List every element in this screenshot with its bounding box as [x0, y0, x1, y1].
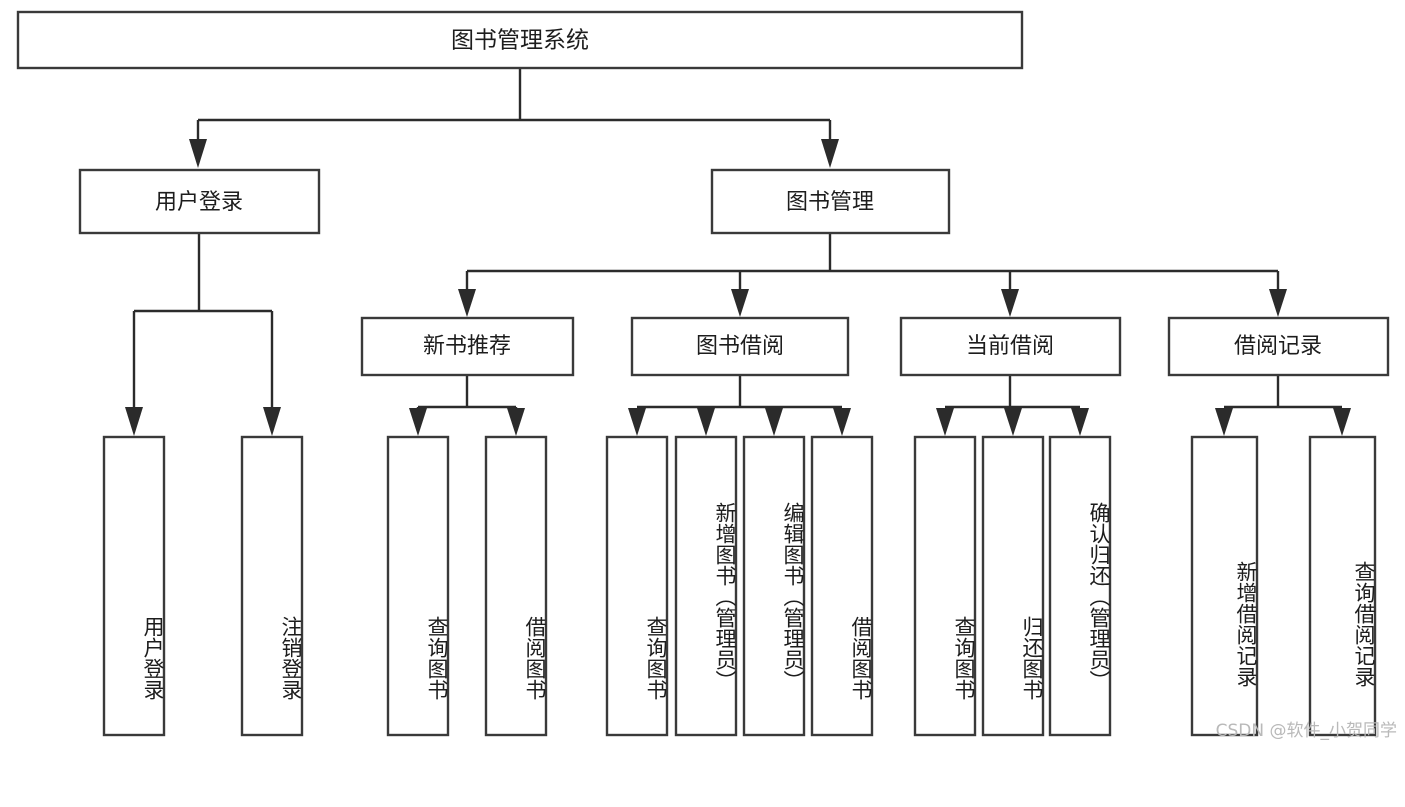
node-borrow-record-box[interactable]: [1167, 316, 1390, 377]
node-borrow-record-label: 借阅记录: [1234, 334, 1322, 359]
leaf-box-br-2[interactable]: [1308, 435, 1377, 737]
leaf-box-user-login-2[interactable]: [240, 435, 304, 737]
node-current-borrow[interactable]: 当前借阅: [899, 316, 1122, 377]
leaf-box-bb-4[interactable]: [810, 435, 874, 737]
leaf-box-cb-2[interactable]: [981, 435, 1045, 737]
arrow-head-leaf-br-2: [1333, 408, 1351, 436]
arrow-head-leaf-bb-4: [833, 408, 851, 436]
arrow-head-book-manage: [821, 139, 839, 168]
leaf-box-user-login-1[interactable]: [102, 435, 166, 737]
leaf-box-cb-1[interactable]: [913, 435, 977, 737]
node-book-manage-label: 图书管理: [786, 190, 874, 215]
leaf-box-nbr-1[interactable]: [386, 435, 450, 737]
tree-diagram: 图书管理系统 用户登录 图书管理 新书推荐 图书借阅 当前借阅 借阅记录: [16, 10, 1397, 741]
node-root-label: 图书管理系统: [451, 28, 589, 54]
arrow-head-user-login: [189, 139, 207, 168]
watermark-text: CSDN @软件_小贺同学: [1215, 721, 1397, 741]
node-root-box[interactable]: [16, 10, 1024, 70]
node-current-borrow-box[interactable]: [899, 316, 1122, 377]
node-user-login-label: 用户登录: [155, 190, 243, 215]
leaf-box-group: [102, 435, 1377, 737]
arrow-head-leaf-user-login-1: [125, 407, 143, 436]
leaf-box-nbr-2[interactable]: [484, 435, 548, 737]
leaf-box-cb-3[interactable]: [1048, 435, 1112, 737]
arrow-head-borrow-record: [1269, 289, 1287, 317]
node-new-book-rec-box[interactable]: [360, 316, 575, 377]
node-book-manage[interactable]: 图书管理: [710, 168, 951, 235]
node-user-login-box[interactable]: [78, 168, 321, 235]
arrow-head-leaf-nbr-1: [409, 408, 427, 436]
node-current-borrow-label: 当前借阅: [966, 334, 1054, 359]
arrow-head-current-borrow: [1001, 289, 1019, 317]
node-user-login[interactable]: 用户登录: [78, 168, 321, 235]
arrow-head-leaf-cb-2: [1004, 408, 1022, 436]
node-borrow-record[interactable]: 借阅记录: [1167, 316, 1390, 377]
node-book-borrow-box[interactable]: [630, 316, 850, 377]
node-book-borrow[interactable]: 图书借阅: [630, 316, 850, 377]
node-root[interactable]: 图书管理系统: [16, 10, 1024, 70]
arrow-head-leaf-cb-1: [936, 408, 954, 436]
arrow-head-leaf-bb-1: [628, 408, 646, 436]
arrow-head-new-book-rec: [458, 289, 476, 317]
node-book-borrow-label: 图书借阅: [696, 334, 784, 359]
arrow-head-book-borrow: [731, 289, 749, 317]
arrow-head-leaf-br-1: [1215, 408, 1233, 436]
arrow-head-leaf-cb-3: [1071, 408, 1089, 436]
arrow-head-leaf-user-login-2: [263, 407, 281, 436]
connector-group: [125, 68, 1351, 436]
diagram-canvas: 图书管理系统 用户登录 图书管理 新书推荐 图书借阅 当前借阅 借阅记录: [16, 10, 1390, 737]
arrow-head-leaf-bb-3: [765, 408, 783, 436]
node-new-book-rec-label: 新书推荐: [423, 334, 511, 359]
node-new-book-rec[interactable]: 新书推荐: [360, 316, 575, 377]
leaf-box-bb-1[interactable]: [605, 435, 669, 737]
leaf-box-bb-2[interactable]: [674, 435, 738, 737]
arrow-head-leaf-bb-2: [697, 408, 715, 436]
leaf-box-bb-3[interactable]: [742, 435, 806, 737]
node-book-manage-box[interactable]: [710, 168, 951, 235]
arrow-head-leaf-nbr-2: [507, 408, 525, 436]
leaf-box-br-1[interactable]: [1190, 435, 1259, 737]
